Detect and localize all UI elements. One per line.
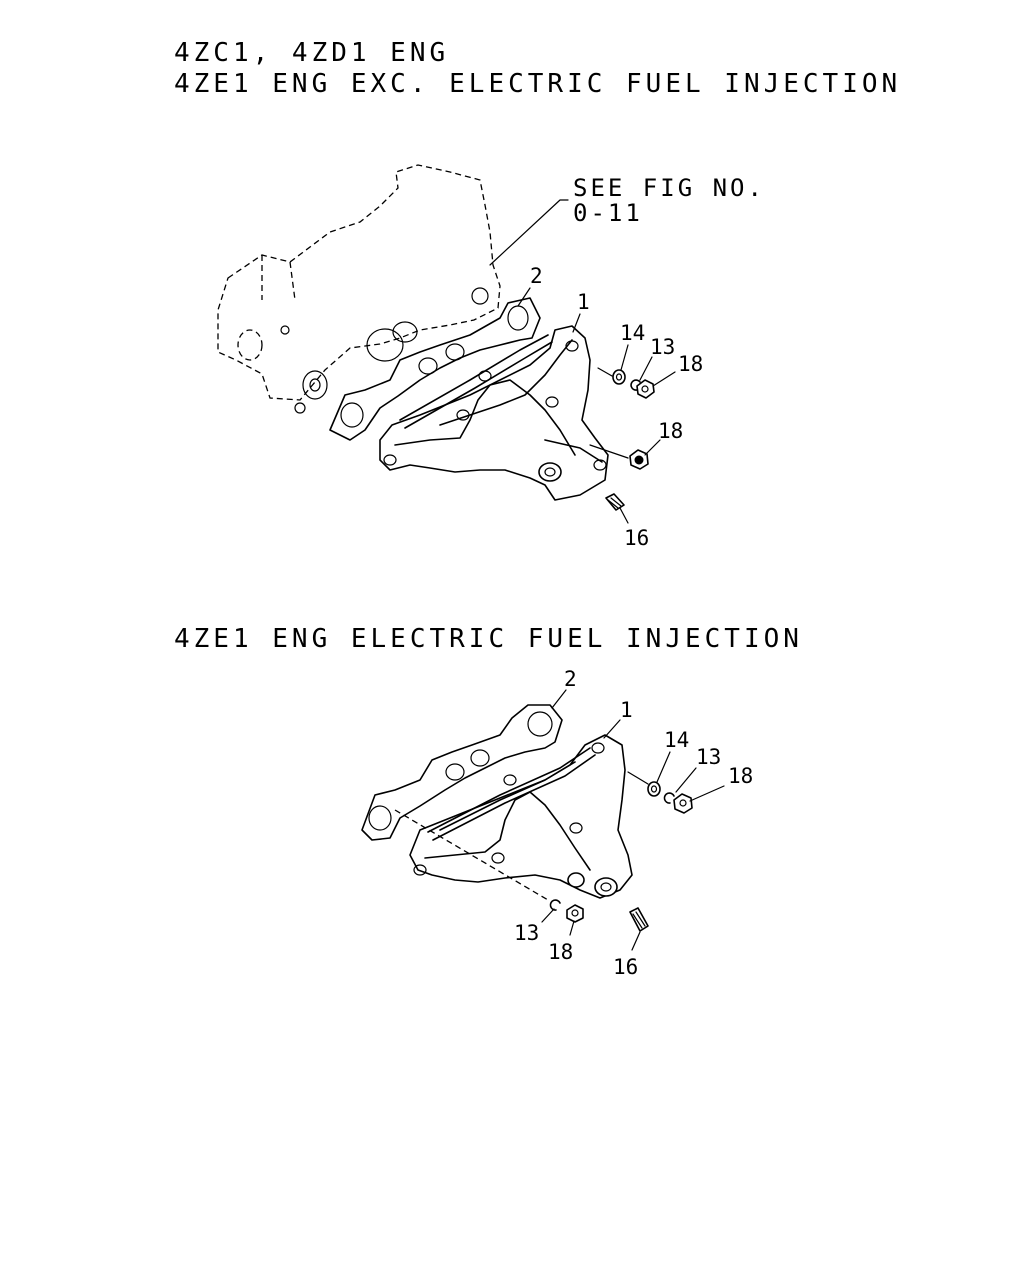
callout-2: 2 — [530, 264, 543, 288]
callout-2-bottom: 2 — [564, 667, 577, 691]
heading-exc-electric-injection: 4ZE1 ENG EXC. ELECTRIC FUEL INJECTION — [174, 69, 901, 99]
callout-18-lower: 18 — [658, 419, 683, 443]
lock-washer-part-13-left — [549, 899, 561, 911]
washer-part-14 — [597, 367, 626, 385]
lock-washer-part-13 — [630, 379, 641, 391]
nut-part-18-left — [566, 904, 584, 923]
callout-18-upper: 18 — [678, 352, 703, 376]
callout-1: 1 — [577, 290, 590, 314]
stud-part-16-bottom — [629, 907, 649, 932]
reference-figure-number: 0-11 — [573, 199, 643, 227]
nut-part-18-upper — [636, 379, 655, 399]
heading-electric-injection: 4ZE1 ENG ELECTRIC FUEL INJECTION — [174, 624, 803, 654]
callout-16: 16 — [624, 526, 649, 550]
stud-part-16 — [605, 493, 625, 511]
callout-13-left: 13 — [514, 921, 539, 945]
exhaust-manifold-bottom — [409, 734, 633, 899]
callout-16-bottom: 16 — [613, 955, 638, 979]
heading-engine-models: 4ZC1, 4ZD1 ENG — [174, 38, 449, 68]
reference-leader — [489, 199, 569, 266]
manifold-gasket-bottom — [361, 704, 563, 841]
exhaust-manifold — [379, 325, 609, 501]
manifold-gasket — [329, 297, 541, 441]
bottom-assembly: 2 1 14 13 18 13 18 16 — [361, 667, 753, 979]
top-assembly: SEE FIG NO. 0-11 — [217, 164, 765, 550]
washer-part-14-bottom — [627, 771, 661, 797]
callout-18-left: 18 — [548, 940, 573, 964]
callout-18-right: 18 — [728, 764, 753, 788]
reference-label: SEE FIG NO. — [573, 174, 765, 202]
callout-14-bottom: 14 — [664, 728, 689, 752]
nut-part-18-right — [673, 793, 693, 814]
cylinder-head-outline — [217, 164, 501, 414]
lock-washer-part-13-bottom — [663, 792, 675, 804]
callout-13-right: 13 — [696, 745, 721, 769]
callout-1-bottom: 1 — [620, 698, 633, 722]
nut-part-18-lower — [589, 444, 649, 470]
callout-14: 14 — [620, 321, 645, 345]
callout-13: 13 — [650, 335, 675, 359]
